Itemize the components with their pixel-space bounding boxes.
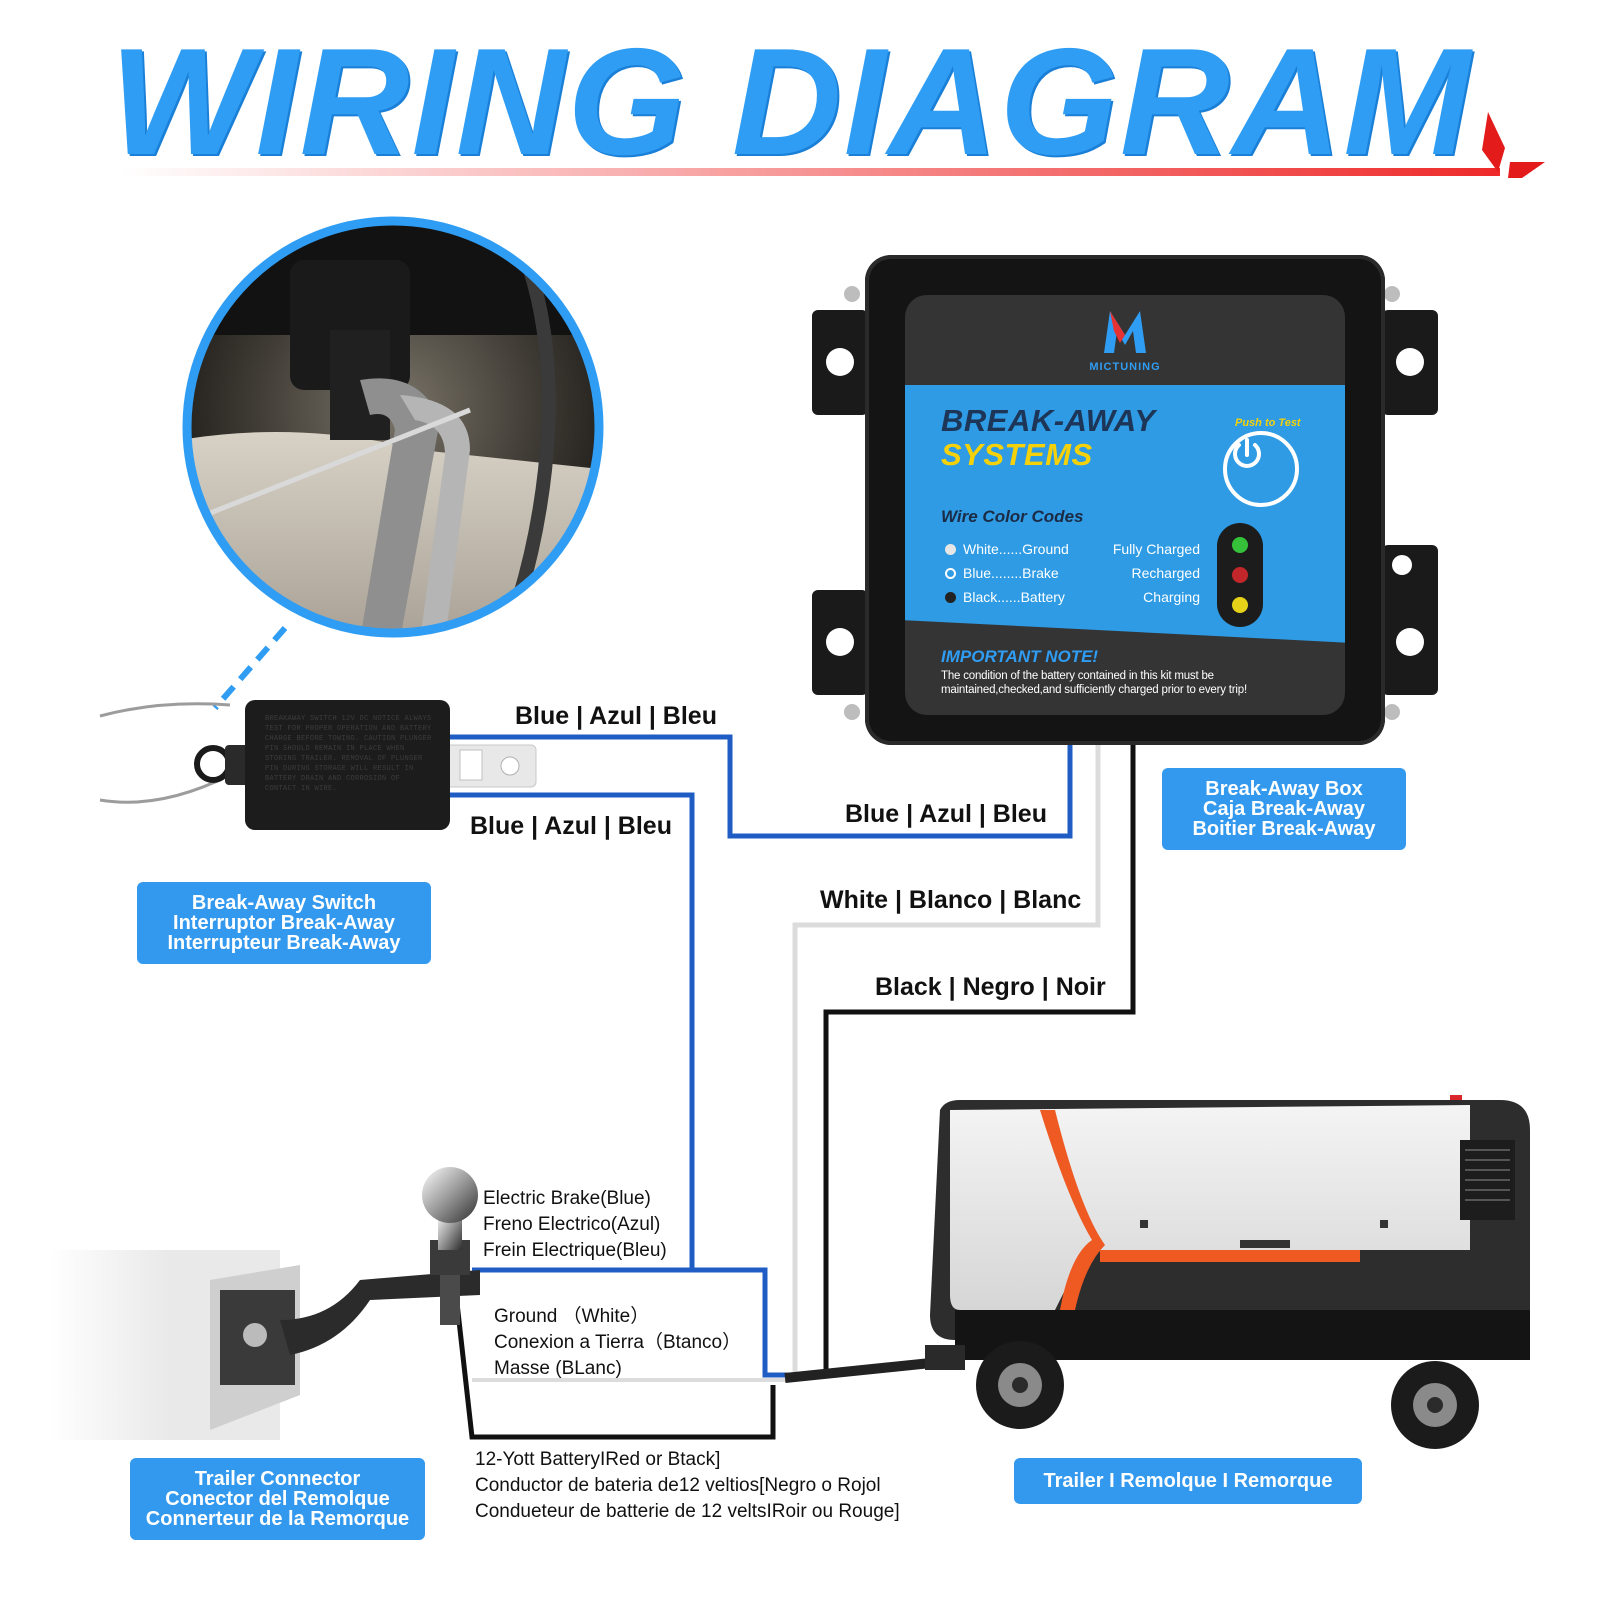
black-dot-icon xyxy=(945,591,956,603)
black-wire-battery xyxy=(452,1284,776,1440)
box-title-line1: BREAK-AWAY xyxy=(941,403,1156,438)
note-ground: Ground （White） Conexion a Tierra（Btanco）… xyxy=(494,1306,742,1379)
test-button[interactable] xyxy=(1223,431,1299,507)
trailer-wheel-icon xyxy=(976,1341,1064,1429)
wire-code-black: Black......Battery xyxy=(945,589,1065,605)
tag-trailer-connector: Trailer Connector Conector del Remolque … xyxy=(130,1458,425,1540)
page-title: WIRING DIAGRAM xyxy=(110,17,1473,187)
led-green-icon xyxy=(1232,537,1248,553)
led-label-charging: Charging xyxy=(1143,589,1200,605)
tag-breakaway-box: Break-Away Box Caja Break-Away Boitier B… xyxy=(1162,768,1406,850)
switch-lanyard xyxy=(99,702,537,804)
led-label-recharged: Recharged xyxy=(1131,565,1201,581)
breakaway-switch: BREAKAWAY SWITCH 12V DC NOTICE ALWAYS TE… xyxy=(245,700,450,830)
wire-label-white: White | Blanco | Blanc xyxy=(820,886,1082,914)
note-electric-brake: Electric Brake(Blue) Freno Electrico(Azu… xyxy=(483,1188,667,1261)
wire-code-white: White......Ground xyxy=(945,541,1069,557)
switch-print: BREAKAWAY SWITCH 12V DC NOTICE ALWAYS TE… xyxy=(265,715,432,793)
push-to-test-label: Push to Test xyxy=(1235,417,1301,429)
mictuning-logo-icon xyxy=(1104,311,1146,353)
power-icon xyxy=(1233,438,1261,468)
led-indicator-panel xyxy=(1217,523,1263,627)
tag-breakaway-switch: Break-Away Switch Interruptor Break-Away… xyxy=(137,882,431,964)
hitch-ball-icon xyxy=(422,1167,478,1223)
closeup-photo xyxy=(182,216,604,638)
wire-codes-heading: Wire Color Codes xyxy=(941,507,1084,526)
note-battery: 12-Yott BatteryIRed or Btack] Conductor … xyxy=(475,1449,900,1522)
wire-label-blue-box: Blue | Azul | Bleu xyxy=(845,800,1047,828)
important-note-heading: IMPORTANT NOTE! xyxy=(941,647,1099,666)
box-title-line2: SYSTEMS xyxy=(941,437,1093,472)
box-label-panel xyxy=(905,385,1345,643)
title-swoosh-icon xyxy=(1482,112,1545,178)
trailer-connector-art xyxy=(50,1167,480,1440)
led-yellow-icon xyxy=(1232,597,1248,613)
box-mounts xyxy=(812,286,1438,720)
wire-label-black: Black | Negro | Noir xyxy=(875,973,1106,1001)
callout-line xyxy=(212,626,288,710)
blue-wire-brake-loop xyxy=(472,1267,790,1378)
tag-trailer: Trailer I Remolque I Remorque xyxy=(1014,1458,1362,1504)
led-red-icon xyxy=(1232,567,1248,583)
brand-name: MICTUNING xyxy=(1089,361,1161,373)
trailer-wheel-icon xyxy=(1391,1361,1479,1449)
blue-wire-box xyxy=(448,734,1073,839)
wire-label-blue-lower: Blue | Azul | Bleu xyxy=(470,812,672,840)
important-note-text: The condition of the battery contained i… xyxy=(941,670,1247,696)
blue-dot-icon xyxy=(945,567,956,579)
white-dot-icon xyxy=(945,543,956,555)
wire-code-blue: Blue........Brake xyxy=(945,565,1059,581)
led-label-full: Fully Charged xyxy=(1112,541,1200,557)
white-wire xyxy=(792,745,1101,1375)
breakaway-box-face: MICTUNING BREAK-AWAY SYSTEMS Push to Tes… xyxy=(905,295,1345,715)
wire-label-blue-top: Blue | Azul | Bleu xyxy=(515,702,717,730)
title-underline xyxy=(120,168,1500,176)
trailer-art xyxy=(784,1095,1530,1449)
wires xyxy=(448,734,1136,1440)
black-wire xyxy=(823,745,1136,1375)
